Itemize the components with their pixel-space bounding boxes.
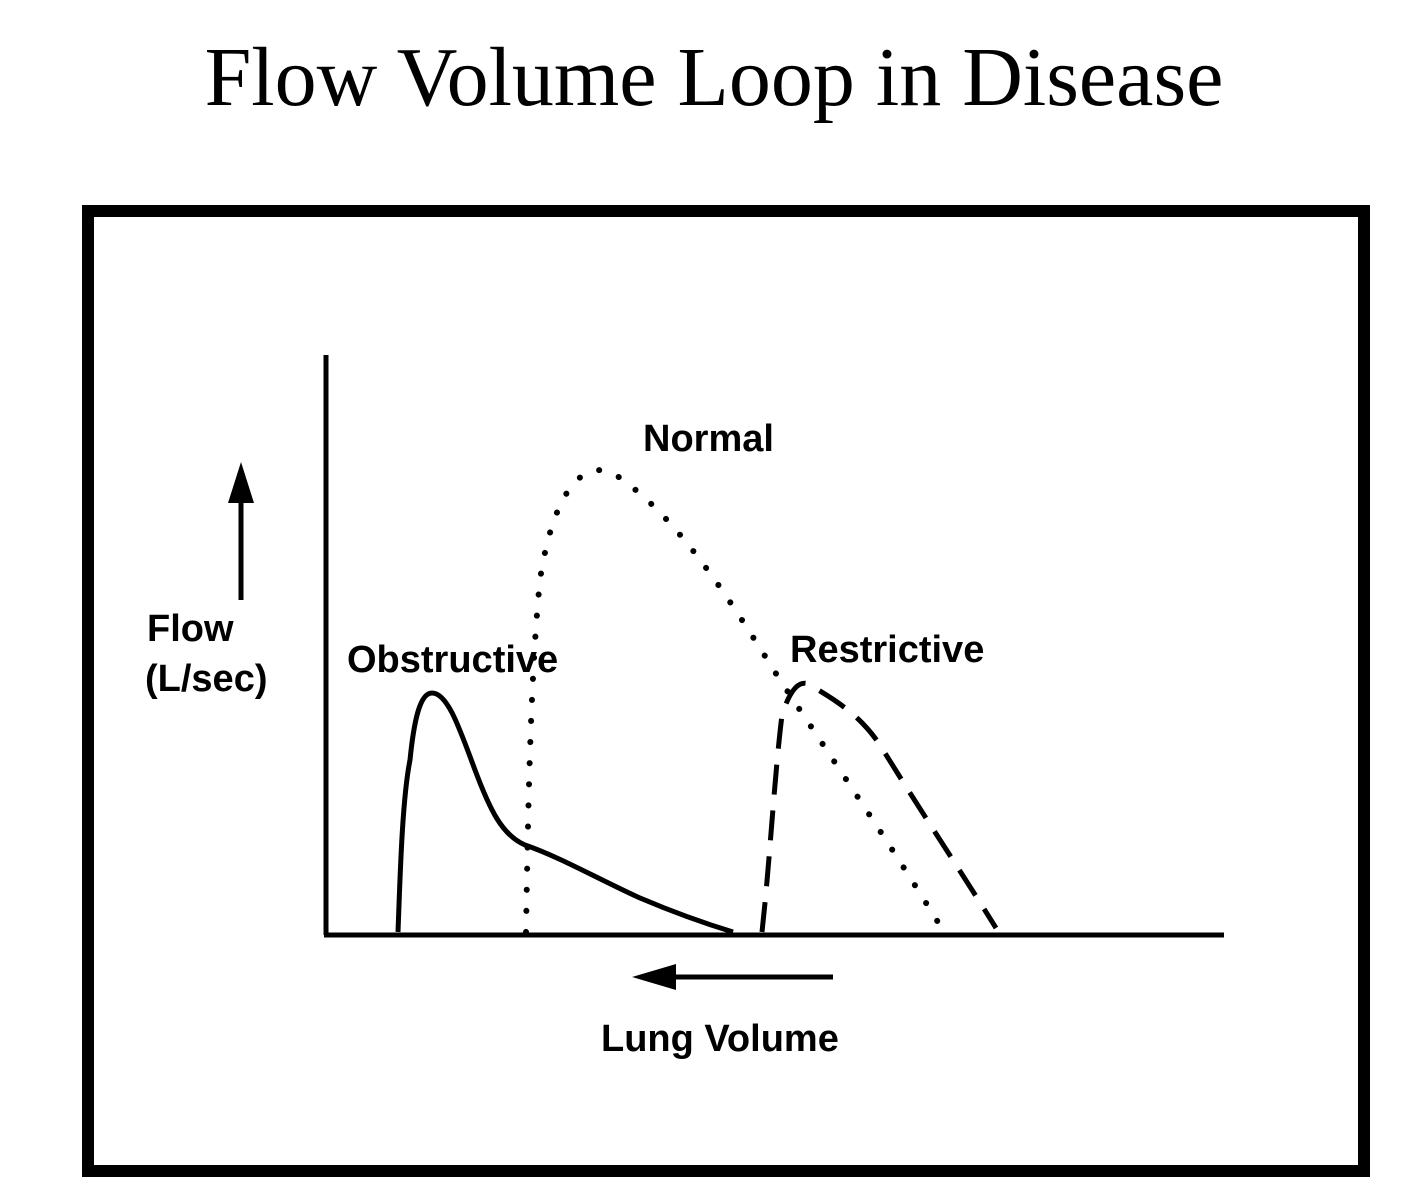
obstructive-curve: [395, 690, 734, 935]
page-title: Flow Volume Loop in Disease: [204, 31, 1224, 124]
volume-arrow-left-icon: [632, 964, 833, 990]
flow-arrow-up-icon: [228, 462, 254, 600]
diagram-frame: [82, 205, 1370, 1177]
restrictive-label: Restrictive: [790, 629, 984, 671]
y-axis-label-line1: Flow: [147, 608, 234, 650]
normal-label: Normal: [643, 418, 774, 460]
x-axis-label: Lung Volume: [601, 1018, 839, 1060]
normal-curve: [523, 467, 947, 935]
y-axis-label-line2: (L/sec): [145, 658, 267, 700]
restrictive-curve: [759, 680, 999, 933]
obstructive-label: Obstructive: [347, 639, 558, 681]
